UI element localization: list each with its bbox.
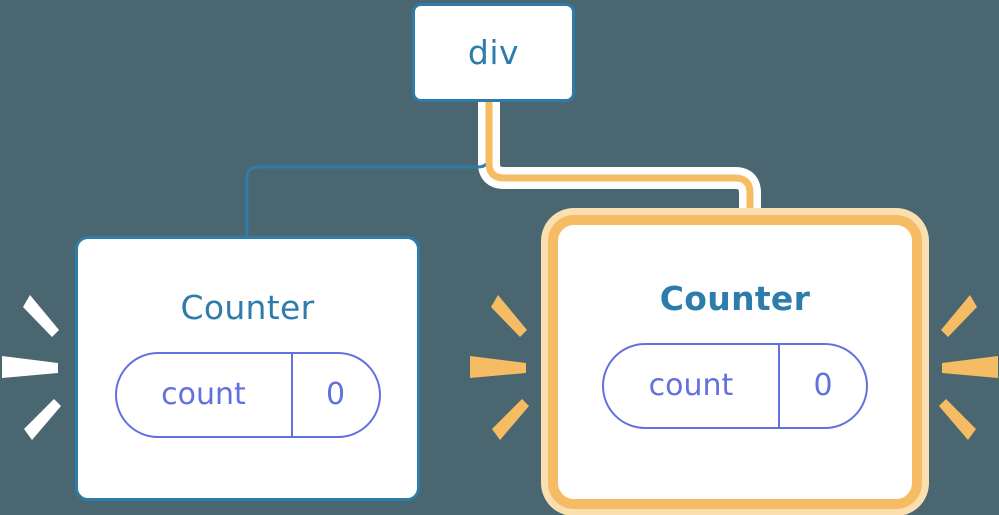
state-key-right: count bbox=[604, 345, 780, 427]
node-div[interactable]: div bbox=[412, 3, 575, 102]
node-div-label: div bbox=[467, 33, 520, 72]
state-pill-right[interactable]: count 0 bbox=[602, 343, 868, 429]
node-counter-left-label: Counter bbox=[180, 288, 315, 327]
sparkle-ray-lower bbox=[24, 399, 61, 440]
node-counter-right[interactable]: Counter count 0 bbox=[548, 215, 922, 509]
connector-line-left bbox=[245, 101, 491, 239]
sparkle-ray-middle bbox=[2, 356, 58, 378]
state-value-right: 0 bbox=[813, 368, 833, 403]
sparkle-ray-middle bbox=[942, 356, 998, 378]
connector-line-right bbox=[485, 101, 754, 232]
node-counter-left[interactable]: Counter count 0 bbox=[75, 236, 420, 501]
state-key-left: count bbox=[117, 354, 293, 436]
node-counter-right-label: Counter bbox=[659, 279, 811, 318]
sparkle-burst-icon-middle bbox=[470, 283, 540, 453]
connector-halo-right bbox=[478, 101, 761, 232]
sparkle-ray-upper bbox=[491, 295, 527, 337]
sparkle-ray-lower bbox=[939, 399, 976, 440]
state-value-left: 0 bbox=[325, 377, 346, 412]
sparkle-burst-icon-left-outer bbox=[2, 283, 72, 453]
sparkle-ray-lower bbox=[492, 399, 529, 440]
sparkle-burst-icon-right-outer bbox=[928, 283, 998, 453]
sparkle-ray-upper bbox=[941, 295, 977, 337]
sparkle-ray-middle bbox=[470, 356, 526, 378]
sparkle-ray-upper bbox=[23, 295, 59, 337]
state-pill-left[interactable]: count 0 bbox=[114, 352, 381, 438]
